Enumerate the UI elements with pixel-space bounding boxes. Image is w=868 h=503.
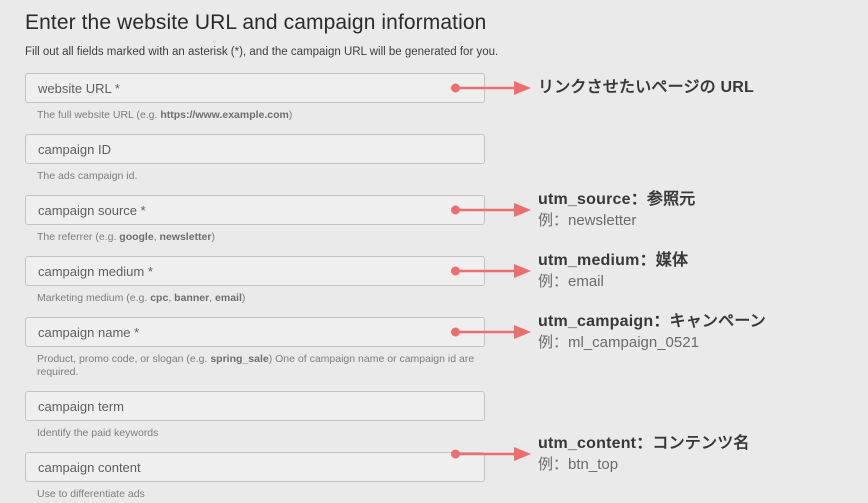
annotation-utm-content: utm_content：コンテンツ名 例：btn_top [538,433,750,475]
campaign-term-helper: Identify the paid keywords [37,427,159,439]
annotation-title: リンクさせたいページの URL [538,79,755,96]
annotation-utm-campaign: utm_campaign：キャンペーン 例：ml_campaign_0521 [538,311,766,353]
annotation-arrow [451,325,531,339]
campaign-source-input[interactable] [25,195,485,225]
website-url-helper: The full website URL (e.g. https://www.e… [37,109,293,121]
page-subtitle: Fill out all fields marked with an aster… [25,46,499,58]
field-group-campaign-content: Use to differentiate ads [25,452,485,501]
annotation-utm-medium: utm_medium：媒体 例：email [538,250,688,292]
field-group-campaign-source: The referrer (e.g. google, newsletter) [25,195,485,244]
annotation-example: 例：email [538,273,604,290]
annotation-example: 例：ml_campaign_0521 [538,334,699,351]
annotation-title: utm_source：参照元 [538,191,696,208]
annotation-title: utm_content：コンテンツ名 [538,435,750,452]
annotation-example: 例：newsletter [538,212,637,229]
campaign-form: The full website URL (e.g. https://www.e… [25,73,485,501]
field-group-campaign-id: The ads campaign id. [25,134,485,183]
annotation-arrow [451,81,531,95]
website-url-input[interactable] [25,73,485,103]
annotation-arrow [451,264,531,278]
annotation-title: utm_campaign：キャンペーン [538,313,766,330]
campaign-id-input[interactable] [25,134,485,164]
field-group-campaign-term: Identify the paid keywords [25,391,485,440]
field-group-campaign-name: Product, promo code, or slogan (e.g. spr… [25,317,485,379]
campaign-name-helper: Product, promo code, or slogan (e.g. spr… [37,353,475,378]
annotation-utm-source: utm_source：参照元 例：newsletter [538,189,696,231]
page-title: Enter the website URL and campaign infor… [25,11,487,34]
campaign-name-input[interactable] [25,317,485,347]
campaign-content-helper: Use to differentiate ads [37,488,145,500]
annotation-title: utm_medium：媒体 [538,252,689,269]
annotation-website-url: リンクさせたいページの URL [538,77,754,98]
campaign-medium-input[interactable] [25,256,485,286]
annotation-example: 例：btn_top [538,456,619,473]
campaign-content-input[interactable] [25,452,485,482]
campaign-term-input[interactable] [25,391,485,421]
campaign-source-helper: The referrer (e.g. google, newsletter) [37,231,215,243]
field-group-campaign-medium: Marketing medium (e.g. cpc, banner, emai… [25,256,485,305]
annotation-arrow [451,447,531,461]
campaign-id-helper: The ads campaign id. [37,170,138,182]
annotation-arrow [451,203,531,217]
field-group-website-url: The full website URL (e.g. https://www.e… [25,73,485,122]
campaign-medium-helper: Marketing medium (e.g. cpc, banner, emai… [37,292,246,304]
